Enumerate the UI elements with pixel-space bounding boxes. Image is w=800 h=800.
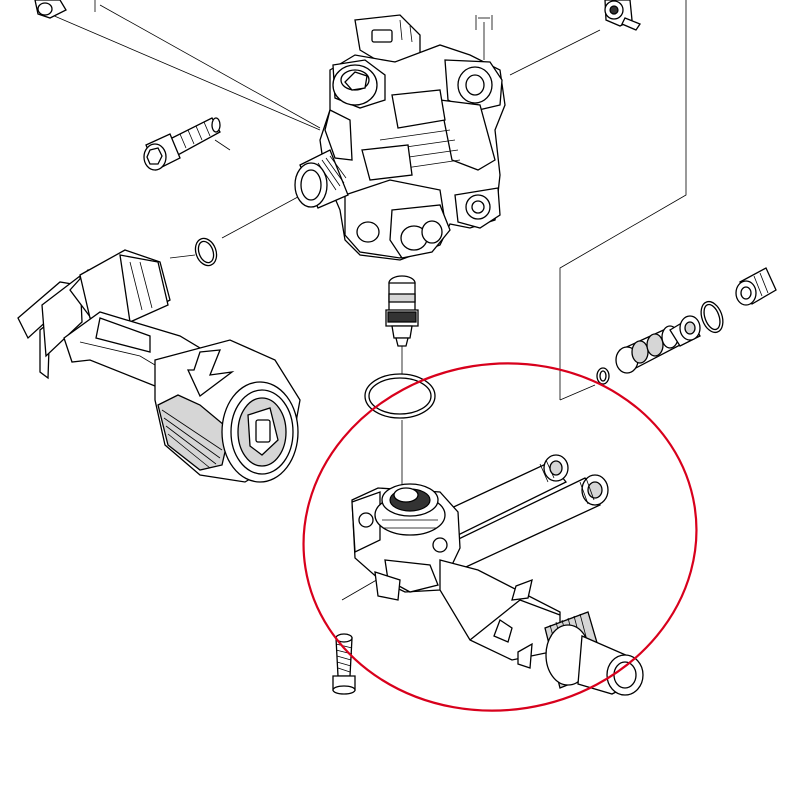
- o-ring-large: [364, 373, 436, 419]
- o-ring-small: [194, 237, 218, 267]
- check-valve-assembly: [596, 300, 724, 385]
- manifold: [351, 454, 644, 696]
- fitting-plug: [735, 267, 777, 306]
- pump-head: [319, 14, 506, 261]
- highlight-circle: [302, 362, 698, 712]
- leader-lines: [44, 0, 687, 601]
- pump-outlet-thread: [294, 149, 349, 209]
- bolt: [332, 633, 356, 695]
- partial-part-top-left: [34, 0, 67, 19]
- valve-cartridge: [385, 275, 419, 347]
- nozzle-coupler-housing: [17, 249, 301, 483]
- fitting-top-right: [604, 0, 641, 31]
- socket-head-screw: [143, 117, 221, 171]
